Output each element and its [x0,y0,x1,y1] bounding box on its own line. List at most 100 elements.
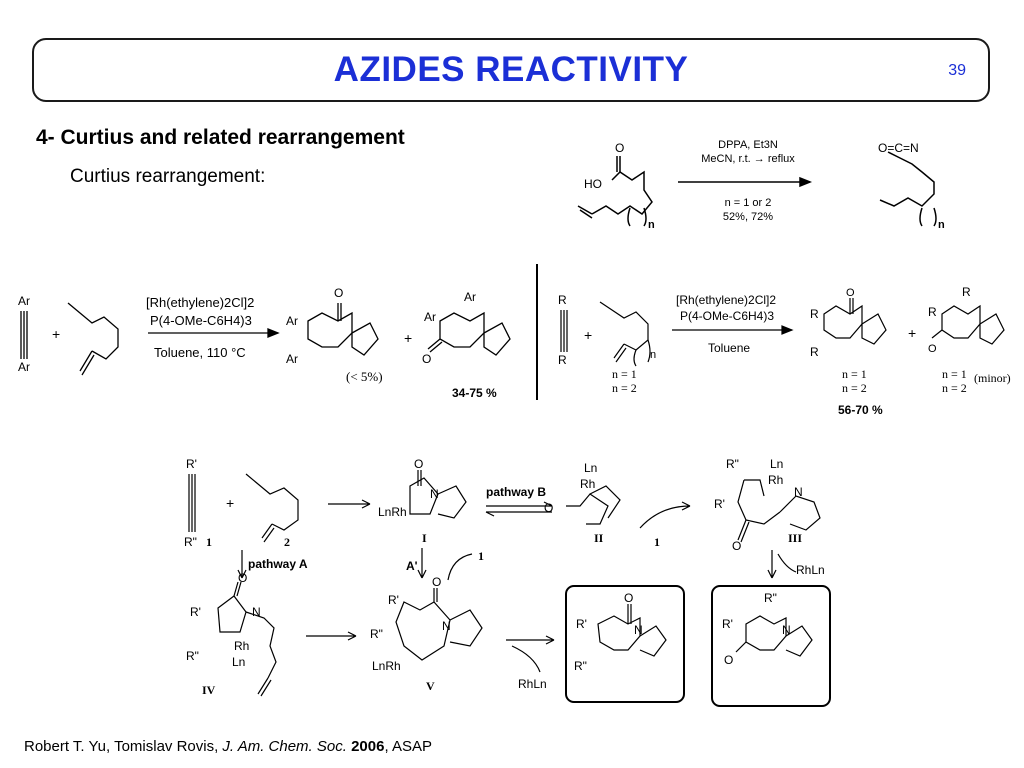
intermediate-II-structure [566,485,621,525]
yield-label: 34-75 % [452,386,497,400]
atom-o-label: O [624,591,633,605]
pathway-a-label: pathway A [248,557,308,571]
scheme-divider [536,264,538,400]
r-label: R [962,285,971,299]
product-box-1 [565,585,685,703]
r-label-bottom: R [558,353,567,367]
atom-n-label: N [634,623,643,637]
ar-label-top: Ar [18,294,30,308]
product-1-structure [597,604,667,657]
product-minor-structure: R R [928,285,1005,345]
arrow-down-III [767,550,777,579]
ar-label: Ar [286,314,298,328]
isocyanate-structure [879,151,937,227]
minor-yield: (< 5%) [346,369,383,384]
r2-label: R" [726,457,739,471]
index-n-label-2: n [938,219,945,231]
intermediate-II-label: II [594,531,604,545]
compound-1-label: 1 [654,535,660,549]
reagent-line2: P(4-OMe-C6H4)3 [680,309,774,323]
atom-n-label: N [794,485,803,499]
reference-authors: Robert T. Yu, Tomislav Rovis, [24,738,223,755]
plus-sign: + [52,326,60,342]
subsection-heading: Curtius rearrangement: [70,166,266,187]
atom-n-label: N [430,487,439,501]
carboxylic-acid-structure [577,156,653,227]
rh-scheme-right: R R + n n = 1 n = 2 [Rh(ethylene)2Cl]2 P… [558,285,1011,417]
arrow-to-V [306,631,357,641]
atom-o-label: O [928,343,937,355]
isocyanate-alkene-structure [599,301,651,367]
curved-arrow-rhln-2 [511,645,541,673]
atom-o-label: O [414,457,423,471]
alkyne-structure [560,310,568,352]
reference-suffix: , ASAP [384,738,432,755]
a-prime-label: A' [406,559,418,573]
reference-citation: Robert T. Yu, Tomislav Rovis, J. Am. Che… [24,738,432,755]
ar-label: Ar [424,310,436,324]
rh-scheme-left: Ar Ar + [Rh(ethylene)2Cl]2 P(4-OMe-C6H4)… [18,286,511,400]
r1-label: R' [576,617,587,631]
product-box-2 [711,585,831,707]
ln-label: Ln [232,655,245,669]
r-label: R [810,307,819,321]
intermediate-V-structure [395,588,483,661]
atom-o-label: O [422,352,431,366]
atom-o-label: O [615,141,624,155]
slide-title: AZIDES REACTIVITY [333,50,689,89]
rh-label: Rh [580,477,595,491]
product-major-structure: Ar Ar [286,303,379,366]
r2-label: R" [574,659,587,673]
arrow-pathway-a [237,550,247,579]
reagents-line2: MeCN, r.t. → reflux [701,153,795,165]
alkyne-structure [20,311,28,359]
n-equals-2: n = 2 [842,381,867,395]
arrow-head [781,325,794,335]
conditions: Toluene [708,341,750,355]
product-minor-structure: Ar Ar [424,290,511,356]
conditions: Toluene, 110 °C [154,345,246,360]
atom-o-label: O [334,286,343,300]
curved-arrow-rhln [777,553,797,573]
atom-n-label: N [252,605,261,619]
rhln-label: RhLn [796,563,825,577]
index-n: n [650,349,656,361]
isocyanate-alkene-structure [67,302,119,376]
isocyanate-label: O=C=N [878,141,919,155]
arrow-to-product [506,635,555,645]
arrow-to-III [639,501,691,529]
arrow-head [799,176,813,188]
atom-o-label: O [544,501,553,515]
intermediate-III-structure [737,479,821,543]
r-label: R [928,305,937,319]
n-equals-1: n = 1 [612,367,637,381]
plus-sign-2: + [908,325,916,341]
section-heading: 4- Curtius and related rearrangement [36,126,405,149]
reagent-line1: [Rh(ethylene)2Cl]2 [676,293,776,307]
r2-label: R" [370,627,383,641]
r1-label: R' [190,605,201,619]
rhln-label: RhLn [518,677,547,691]
compound-1-label: 1 [206,535,212,549]
atom-o-label: O [724,653,733,667]
product-major-structure: R R [810,298,887,359]
intermediate-I-label: I [422,531,427,545]
plus-sign-2: + [404,330,412,346]
reference-year: 2006 [351,738,385,755]
intermediate-I-structure [409,470,467,519]
isocyanate-structure [245,473,299,543]
ln-label: Ln [584,461,597,475]
equilibrium-arrow [485,501,553,517]
rh-label: Rh [768,473,783,487]
product-2-structure [735,615,813,657]
intermediate-IV-label: IV [202,683,216,697]
compound-2-label: 2 [284,535,290,549]
r2-label: R" [764,591,777,605]
reagents-line1: DPPA, Et3N [718,139,778,151]
ar-label-bottom: Ar [18,360,30,374]
n-equals-1: n = 1 [842,367,867,381]
alkyne-structure [188,474,196,532]
atom-o-label: O [732,539,741,553]
atom-o-label: O [238,571,247,585]
compound-1-label: 1 [478,549,484,563]
